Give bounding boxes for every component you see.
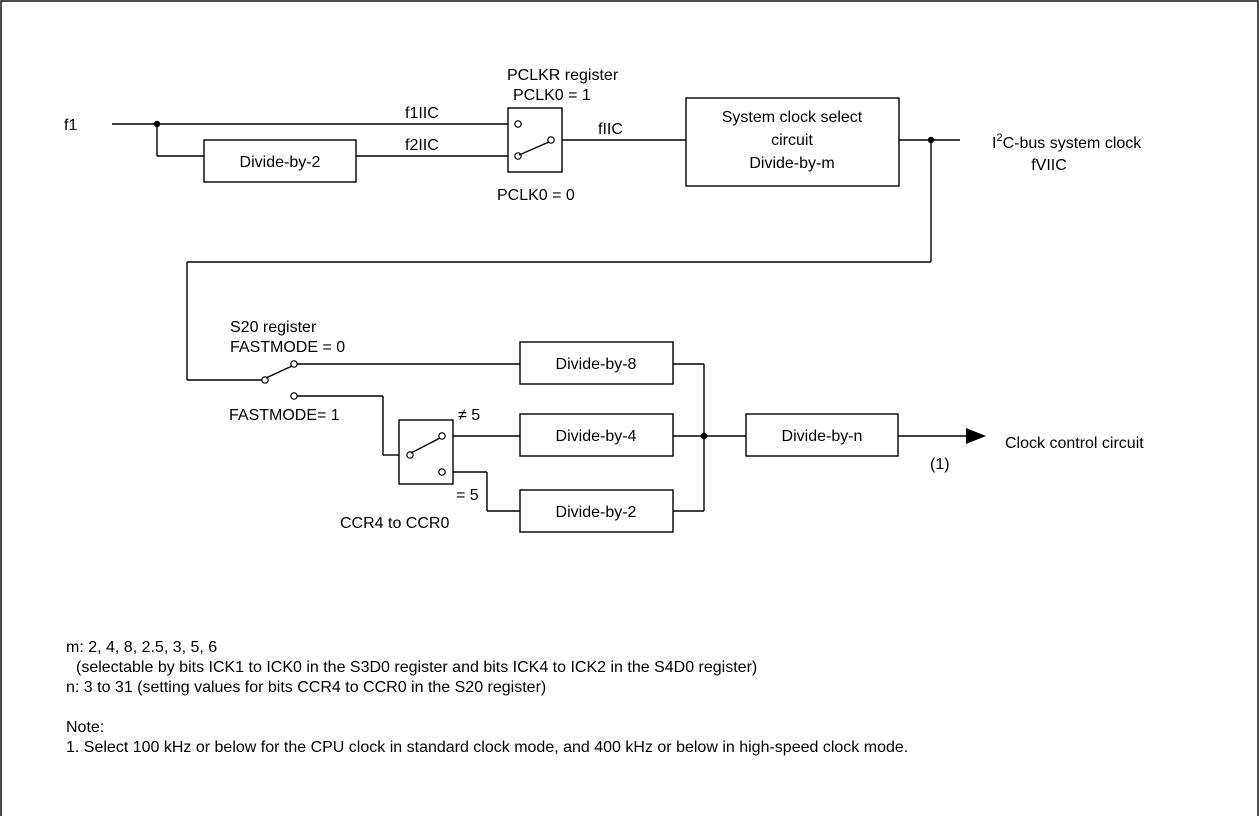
junction-dot-fviic: [927, 136, 935, 144]
junction-dot-divide: [700, 432, 708, 440]
fiic-label: fIIC: [598, 121, 623, 138]
fviic-label: fVIIC: [1031, 157, 1067, 174]
divide-by-4-label: Divide-by-4: [556, 428, 637, 445]
ccr-equal-5-label: = 5: [456, 487, 479, 504]
system-clock-select-line2: circuit: [771, 132, 813, 149]
ccr4-to-ccr0-label: CCR4 to CCR0: [340, 515, 449, 532]
divide-by-n-block: [745, 413, 899, 457]
f1iic-label: f1IIC: [405, 105, 439, 122]
divide-by-2-label: Divide-by-2: [556, 504, 637, 521]
f2iic-label: f2IIC: [405, 137, 439, 154]
i2c-prefix: I: [992, 135, 996, 152]
ccr-switch: [398, 419, 454, 485]
n-values-line: n: 3 to 31 (setting values for bits CCR4…: [66, 679, 547, 696]
pclkr-register-title: PCLKR register: [507, 67, 619, 84]
output-arrow: [966, 428, 986, 444]
i2c-suffix: C-bus system clock: [1003, 135, 1143, 152]
divide-by-2-top-label: Divide-by-2: [240, 154, 321, 171]
m-values-line: m: 2, 4, 8, 2.5, 3, 5, 6: [66, 639, 218, 656]
note-ref-label: (1): [930, 456, 950, 473]
s20-register-title: S20 register: [230, 319, 317, 336]
divide-by-n-label: Divide-by-n: [782, 428, 863, 445]
pclk0-0-label: PCLK0 = 0: [497, 187, 575, 204]
i2c-system-clock-label: I2C-bus system clock: [992, 132, 1142, 152]
fastmode-1-label: FASTMODE= 1: [229, 407, 340, 424]
system-clock-select-line3: Divide-by-m: [749, 155, 834, 172]
divide-by-2-block: [519, 489, 674, 533]
pclkr-switch: [507, 107, 563, 173]
pclk0-1-label: PCLK0 = 1: [513, 87, 591, 104]
system-clock-select-block: [685, 97, 900, 187]
divide-by-2-top-block: [203, 139, 357, 183]
fastmode-0-label: FASTMODE = 0: [230, 339, 345, 356]
note-1-text: 1. Select 100 kHz or below for the CPU c…: [66, 739, 909, 756]
input-f1-label: f1: [64, 117, 77, 134]
lower-wires: [297, 363, 966, 512]
system-clock-select-line1: System clock select: [722, 109, 863, 126]
note-title: Note:: [66, 719, 105, 736]
divide-by-8-block: [519, 341, 674, 385]
s20-switch: [261, 360, 298, 400]
ccr-not-equal-5-label: ≠ 5: [458, 407, 480, 424]
junction-dot-f1: [153, 120, 161, 128]
clock-control-circuit-label: Clock control circuit: [1005, 435, 1144, 452]
m-values-detail: (selectable by bits ICK1 to ICK0 in the …: [76, 659, 758, 676]
i2c-superscript: 2: [996, 132, 1002, 144]
divide-by-4-block: [519, 413, 674, 457]
divide-by-8-label: Divide-by-8: [556, 356, 637, 373]
top-wires: [112, 123, 960, 381]
